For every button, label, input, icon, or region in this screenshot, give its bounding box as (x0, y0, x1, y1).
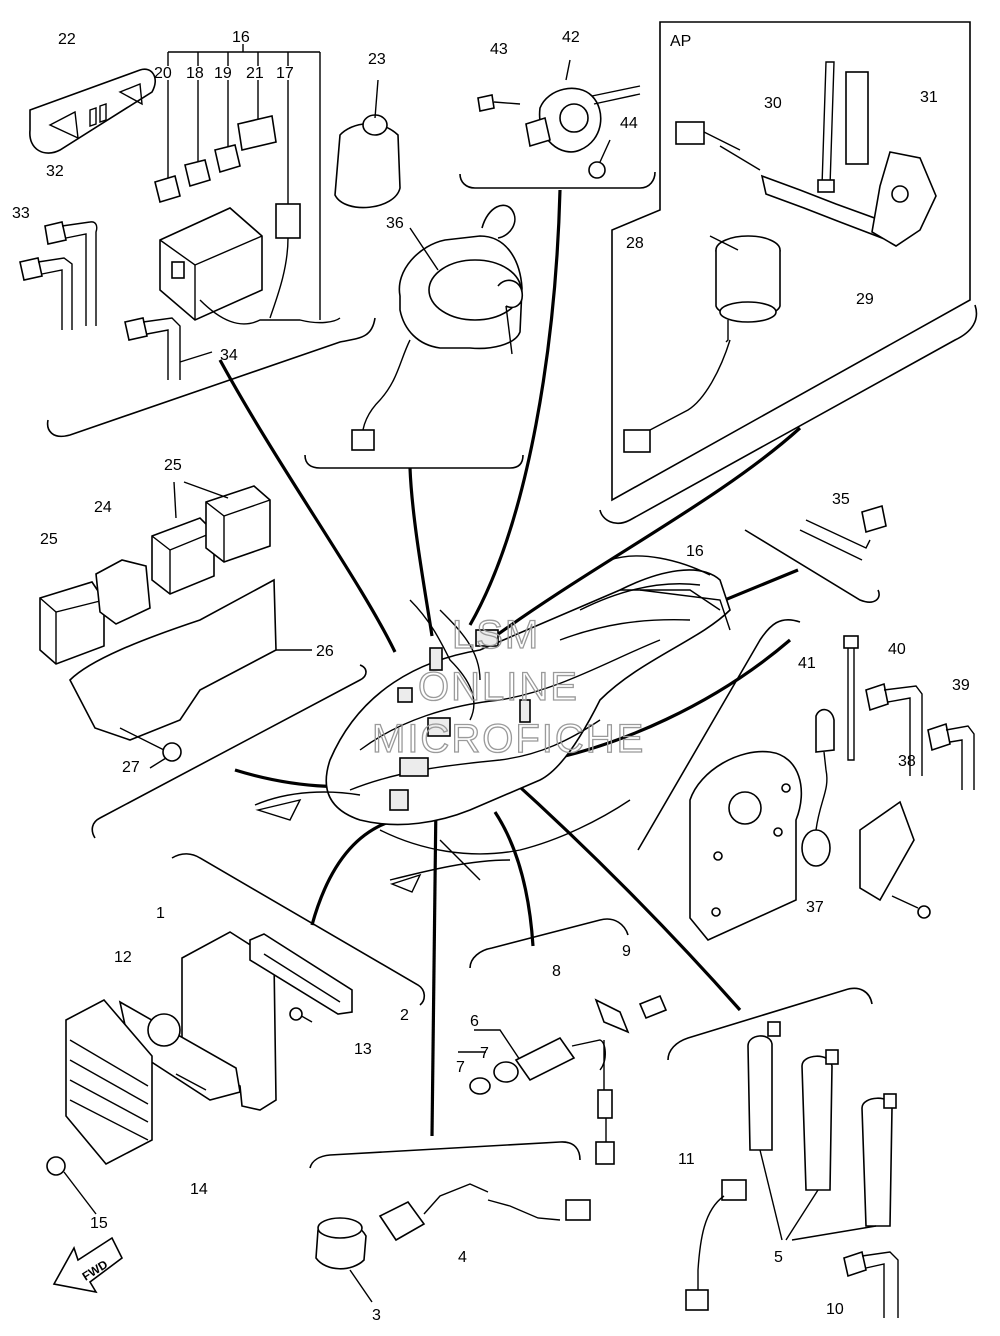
watermark-line-2: ONLINE (418, 665, 579, 709)
watermark-line-1: LSM (452, 613, 540, 657)
callout-41: 41 (798, 655, 816, 672)
callout-22: 22 (58, 31, 76, 48)
relay-group (39, 481, 312, 769)
callout-32: 32 (46, 163, 64, 180)
callout-25a: 25 (164, 457, 182, 474)
callout-7a: 7 (480, 1045, 489, 1062)
callout-42: 42 (562, 29, 580, 46)
callout-1: 1 (156, 905, 165, 922)
spark-plug-cap-group (685, 1021, 899, 1318)
sensor-group (458, 994, 668, 1165)
callout-37: 37 (806, 899, 824, 916)
callout-31: 31 (920, 89, 938, 106)
callout-11: 11 (678, 1151, 695, 1168)
callout-20: 20 (154, 65, 172, 82)
callout-24: 24 (94, 499, 112, 516)
rectifier-group (46, 931, 353, 1215)
starter-switch-group (477, 59, 641, 179)
callout-3: 3 (372, 1307, 381, 1324)
callout-7b: 7 (456, 1059, 465, 1076)
callout-21: 21 (246, 65, 264, 82)
callout-6: 6 (470, 1013, 479, 1030)
callout-35: 35 (832, 491, 850, 508)
watercraft-hull (254, 555, 731, 893)
fuse-box-group (19, 44, 341, 380)
callout-30: 30 (764, 95, 782, 112)
callout-4: 4 (458, 1249, 467, 1266)
callout-17: 17 (276, 65, 294, 82)
clamp-35 (799, 504, 887, 561)
callout-27: 27 (122, 759, 140, 776)
callout-14: 14 (190, 1181, 208, 1198)
callout-34: 34 (220, 347, 238, 364)
callout-19: 19 (214, 65, 232, 82)
callout-29: 29 (856, 291, 874, 308)
callout-25b: 25 (40, 531, 58, 548)
watermark: LSM ONLINE MICROFICHE (371, 612, 645, 761)
ignition-switch-group (334, 79, 524, 451)
callout-44: 44 (620, 115, 638, 132)
callout-43: 43 (490, 41, 508, 58)
ap-accessory-group: AP (623, 33, 937, 453)
callout-26: 26 (316, 643, 334, 660)
callout-36: 36 (386, 215, 404, 232)
callout-28: 28 (626, 235, 644, 252)
callout-33: 33 (12, 205, 30, 222)
callouts: 22 16 20 18 19 21 17 32 33 34 23 36 43 4… (12, 29, 970, 1324)
panel-frames (46, 21, 978, 1169)
callout-2: 2 (400, 1007, 409, 1024)
callout-16: 16 (232, 29, 250, 46)
callout-16b: 16 (686, 543, 704, 560)
callout-18: 18 (186, 65, 204, 82)
callout-13: 13 (354, 1041, 372, 1058)
callout-9: 9 (622, 943, 631, 960)
fwd-arrow: FWD (52, 1236, 124, 1294)
callout-38: 38 (898, 753, 916, 770)
ap-group-label: AP (670, 33, 691, 50)
callout-8: 8 (552, 963, 561, 980)
callout-5: 5 (774, 1249, 783, 1266)
watermark-line-3: MICROFICHE (372, 717, 645, 761)
callout-40: 40 (888, 641, 906, 658)
pickup-coil-group (689, 635, 975, 941)
callout-12: 12 (114, 949, 132, 966)
callout-39: 39 (952, 677, 970, 694)
callout-15: 15 (90, 1215, 108, 1232)
callout-23: 23 (368, 51, 386, 68)
speed-sensor-group (315, 1183, 591, 1303)
callout-10: 10 (826, 1301, 844, 1318)
